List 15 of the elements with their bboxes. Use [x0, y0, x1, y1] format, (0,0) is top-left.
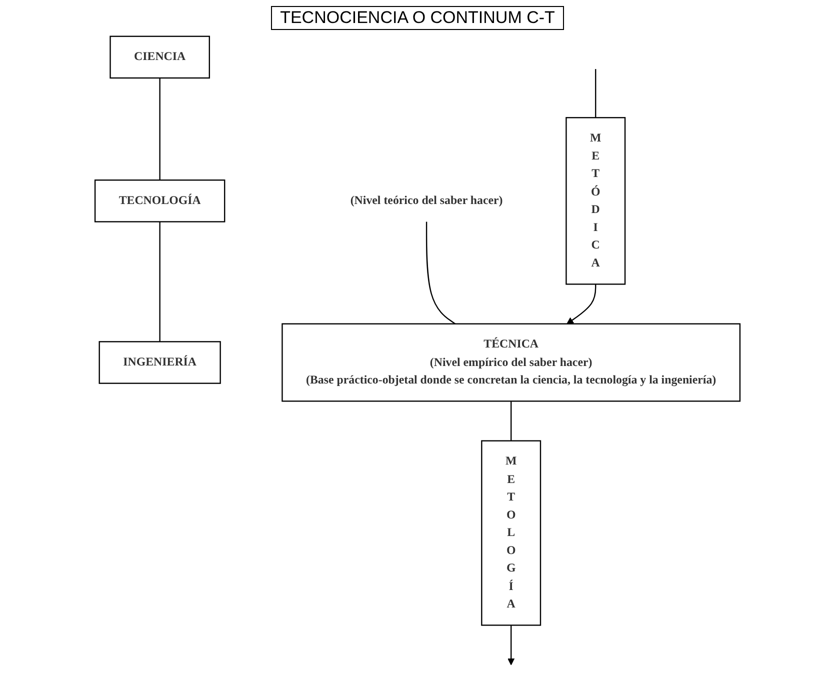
node-box: METÓDICA [566, 117, 626, 285]
node-box: METOLOGÍA [481, 440, 542, 626]
node-box: TECNOLOGÍA [94, 180, 226, 222]
title: TECNOCIENCIA O CONTINUM C-T [271, 6, 564, 30]
connector [510, 401, 512, 441]
arrow [508, 625, 515, 666]
connector [595, 69, 596, 118]
connector [426, 222, 456, 324]
arrow [566, 284, 596, 324]
connector [159, 222, 160, 342]
connector [159, 78, 160, 180]
node-box: TÉCNICA (Nivel empírico del saber hacer) (Base práctico-objetal donde se concretan la ciencia, la tecnología y la ingeniería) [282, 323, 741, 402]
node-text: (Nivel teórico del saber hacer) [350, 194, 503, 208]
node-box: CIENCIA [110, 36, 210, 79]
node-box: INGENIERÍA [98, 341, 221, 384]
